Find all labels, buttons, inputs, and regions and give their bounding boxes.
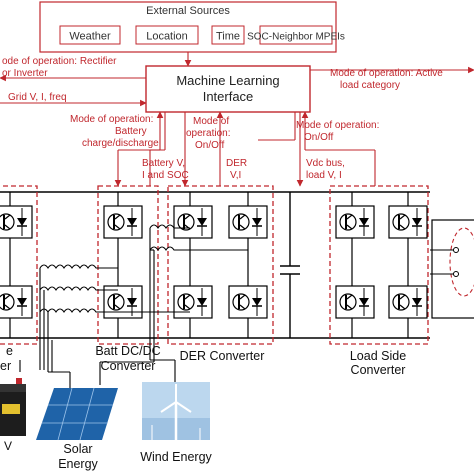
igbt-load-top-1 [335, 205, 375, 239]
ml-interface-line2: Interface [203, 89, 254, 104]
grid-label: Grid V, I, freq [8, 92, 67, 103]
battery-image: V [0, 378, 26, 453]
external-sources-box: External Sources Weather Location Time S… [39, 1, 345, 53]
load-side-terminal [430, 219, 474, 319]
onoff-mode-label-2: operation: [186, 128, 230, 139]
battery-label-partial: V [4, 439, 12, 453]
der-converter-boundary [167, 185, 274, 345]
onoff-mode-label-3: On/Off [195, 140, 224, 151]
dc-bus-lines [0, 191, 430, 339]
source-wires [19, 228, 176, 388]
der-converter-label: DER Converter [180, 349, 265, 363]
left-converter-label-2: er [0, 359, 11, 373]
left-converter-label-1: e [6, 344, 13, 358]
active-load-label-1: Mode of operation: Active [330, 68, 443, 79]
converter-boundaries [0, 185, 429, 345]
wind-turbine-image: Wind Energy [140, 382, 213, 464]
converter-labels: e er Batt DC/DC Converter DER Converter … [0, 344, 406, 377]
left-converter-boundary [0, 185, 38, 345]
batt-converter-boundary [97, 185, 159, 345]
battery-mode-label-3: charge/discharge [82, 138, 159, 149]
load-converter-boundary [329, 185, 429, 345]
igbt-der-bottom-2 [228, 285, 268, 319]
battery-mode-label-2: Battery [115, 126, 147, 137]
source-weather: Weather [69, 31, 111, 43]
igbt-left-top [0, 205, 33, 239]
active-load-label-2: load category [340, 80, 400, 91]
ml-interface-line1: Machine Learning [176, 73, 279, 88]
vdc-label-1: Vdc bus, [306, 158, 345, 169]
solar-label-1: Solar [63, 442, 92, 456]
load-mode-label-2: On/Off [304, 132, 333, 143]
der-vi-label-2: V,I [230, 170, 241, 181]
source-location: Location [146, 31, 188, 43]
der-vi-label-1: DER [226, 158, 247, 169]
igbt-batt-top [103, 205, 143, 239]
rectifier-mode-label-1: ode of operation: Rectifier [2, 56, 117, 67]
solar-panel-image: Solar Energy [36, 387, 118, 471]
external-sources-title: External Sources [146, 5, 230, 17]
signal-labels: ode of operation: Rectifier or Inverter … [2, 56, 443, 181]
load-converter-label-2: Converter [351, 363, 406, 377]
igbt-load-top-2 [388, 205, 428, 239]
source-time: Time [216, 31, 240, 43]
vdc-label-2: load V, I [306, 170, 342, 181]
signal-lines [0, 52, 474, 187]
batt-converter-label-2: Converter [101, 359, 156, 373]
rectifier-mode-label-2: or Inverter [2, 68, 48, 79]
batt-converter-label-1: Batt DC/DC [95, 344, 160, 358]
igbt-left-bottom [0, 285, 33, 319]
battery-soc-label-2: I and SOC [142, 170, 189, 181]
source-soc-neighbor: SOC-Neighbor MPEIs [247, 32, 345, 43]
solar-label-2: Energy [58, 457, 98, 471]
battery-soc-label-1: Battery V, [142, 158, 185, 169]
igbt-batt-bottom [103, 285, 143, 319]
load-converter-label-1: Load Side [350, 349, 406, 363]
igbt-load-bottom-2 [388, 285, 428, 319]
igbt-der-top-1 [173, 205, 213, 239]
inductor-coils [39, 224, 248, 313]
ml-interface-box: Machine Learning Interface [145, 65, 311, 113]
igbt-load-bottom-1 [335, 285, 375, 319]
battery-mode-label-1: Mode of operation: [70, 114, 153, 125]
igbt-der-top-2 [228, 205, 268, 239]
onoff-mode-label-1: Mode of [193, 116, 229, 127]
wind-label: Wind Energy [140, 450, 212, 464]
load-mode-label-1: Mode of operation: [296, 120, 379, 131]
switch-modules [0, 205, 428, 319]
igbt-der-bottom-1 [173, 285, 213, 319]
